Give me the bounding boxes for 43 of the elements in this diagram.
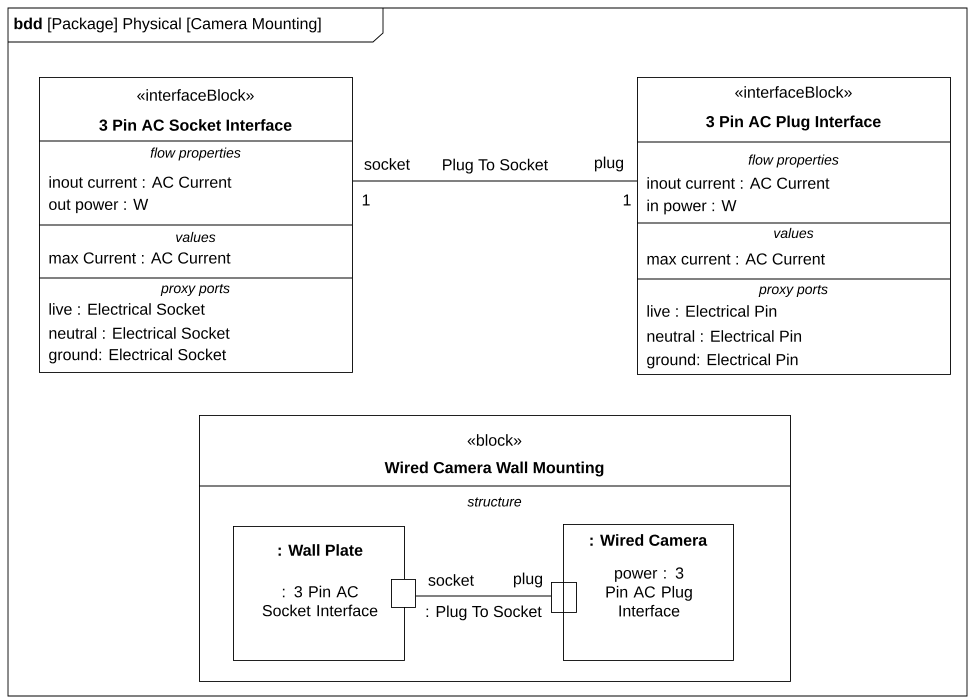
block-name: 3 Pin AC Plug Interface — [706, 116, 881, 130]
property-text: live : Electrical Pin — [648, 305, 776, 317]
block-name: Wired Camera Wall Mounting — [384, 462, 604, 476]
block-name: 3 Pin AC Socket Interface — [99, 119, 292, 131]
interface-block-box — [636, 77, 951, 375]
property-text: in power : W — [648, 200, 736, 214]
part-type: power : 3 Pin AC Plug Interface — [606, 567, 692, 617]
property-text: inout current : AC Current — [50, 176, 232, 188]
compartment-heading: structure — [467, 497, 522, 507]
part-name: : Wall Plate — [278, 544, 362, 556]
edge-label: Plug To Socket — [440, 158, 550, 175]
port-label: socket — [428, 574, 474, 586]
port-label: plug — [514, 572, 542, 588]
part-name: : Wired Camera — [590, 534, 708, 546]
compartment-heading: proxy ports — [160, 284, 230, 296]
property-text: ground: Electrical Pin — [647, 354, 798, 368]
property-text: neutral : Electrical Socket — [50, 327, 230, 339]
part-type: : 3 Pin AC Socket Interface — [262, 586, 378, 616]
property-text: max Current : AC Current — [50, 252, 230, 264]
property-text: out power : W — [49, 198, 148, 214]
stereotype-label: «interfaceBlock» — [137, 89, 254, 101]
compartment-heading: flow properties — [748, 154, 839, 168]
part-box — [563, 524, 734, 661]
property-text: live : Electrical Socket — [50, 303, 205, 315]
connector-line — [352, 180, 638, 182]
property-text: inout current : AC Current — [648, 177, 830, 189]
multiplicity: 1 — [362, 194, 370, 206]
compartment-heading: proxy ports — [758, 285, 828, 297]
part-box — [233, 526, 405, 661]
edge-label: : Plug To Socket — [424, 604, 543, 622]
property-text: ground: Electrical Socket — [49, 348, 226, 364]
compartment-heading: values — [176, 232, 216, 242]
role-name: socket — [364, 158, 410, 170]
role-name: plug — [594, 156, 624, 172]
stereotype-label: «block» — [468, 434, 522, 446]
block-box — [198, 415, 791, 682]
property-text: neutral : Electrical Pin — [648, 330, 802, 342]
compartment-heading: values — [774, 228, 814, 238]
interface-block-box — [38, 77, 353, 373]
compartment-heading: flow properties — [150, 148, 241, 160]
property-text: max current : AC Current — [648, 253, 825, 265]
stereotype-label: «interfaceBlock» — [735, 86, 852, 98]
multiplicity: 1 — [624, 194, 631, 206]
